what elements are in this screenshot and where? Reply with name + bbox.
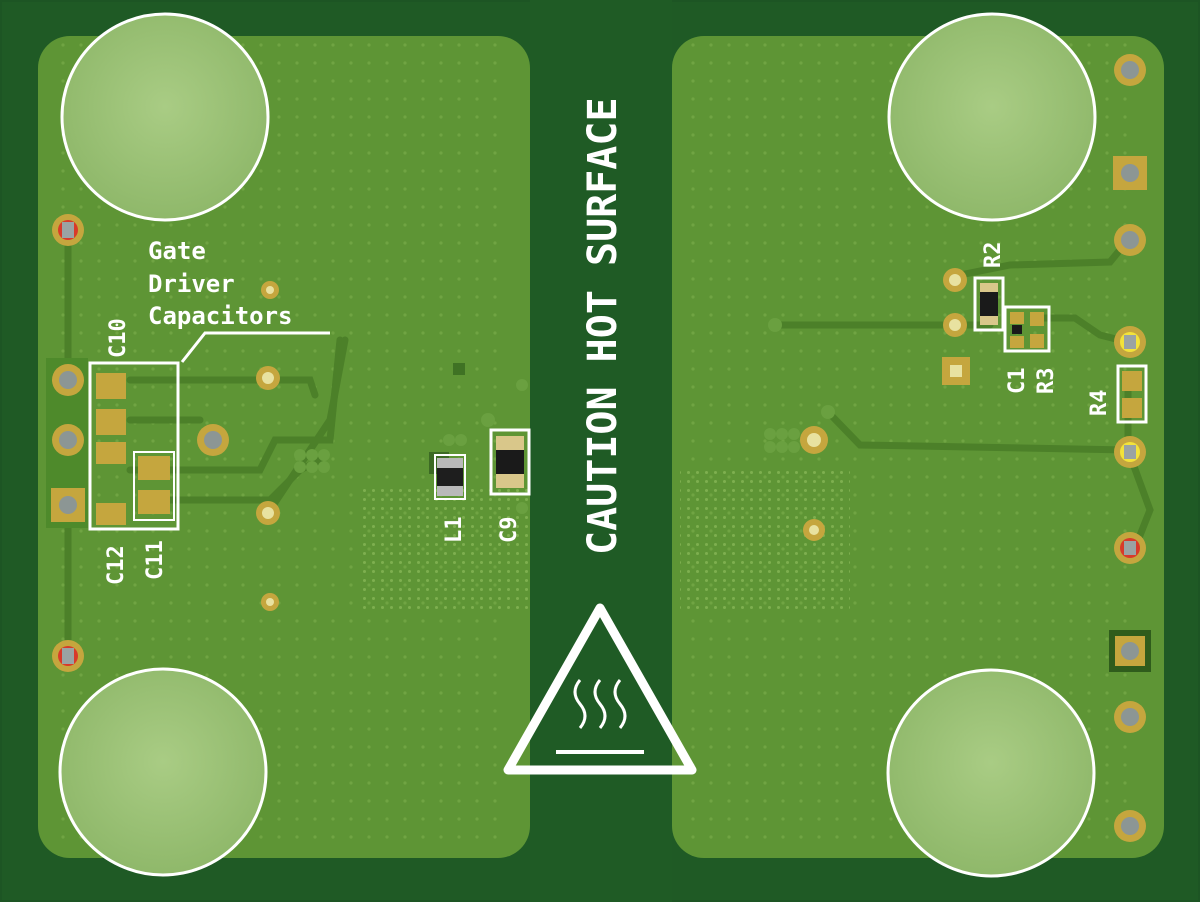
warning-text: CAUTION HOT SURFACE <box>580 97 626 555</box>
thermal-via-field-right <box>680 470 850 615</box>
refdes-c11: C11 <box>143 540 168 580</box>
mounting-hole <box>58 667 268 877</box>
gate-driver-label: Gate Driver Capacitors <box>148 237 293 330</box>
refdes-c12: C12 <box>104 545 129 585</box>
refdes-c9: C9 <box>497 517 522 544</box>
right-header-pins <box>1109 54 1151 842</box>
gate-driver-caps <box>96 373 175 525</box>
capacitor-c1-resistor-r3 <box>1003 305 1051 353</box>
refdes-r2: R2 <box>981 242 1006 269</box>
mounting-holes <box>58 12 1097 878</box>
refdes-c10: C10 <box>106 318 131 358</box>
inductor-l1 <box>429 413 495 500</box>
gate-driver-cap-outline <box>88 361 180 531</box>
resistor-r2 <box>943 268 1005 337</box>
left-pads <box>197 281 465 611</box>
left-header-pins <box>51 214 85 672</box>
resistor-r4 <box>1116 364 1148 424</box>
thermal-via-field-left <box>360 485 530 615</box>
mounting-hole <box>60 12 270 222</box>
mounting-hole <box>886 668 1096 878</box>
mounting-hole <box>887 12 1097 222</box>
refdes-l1: L1 <box>442 517 467 544</box>
capacitor-c9 <box>489 379 531 514</box>
gate-driver-label-line-1: Gate <box>148 237 206 265</box>
refdes-c1: C1 <box>1005 368 1030 395</box>
refdes-r4: R4 <box>1087 390 1112 417</box>
hot-surface-warning-icon <box>503 603 697 775</box>
gate-driver-leader-line <box>180 331 330 363</box>
gate-driver-label-line-3: Capacitors <box>148 302 293 330</box>
right-pads <box>764 318 970 541</box>
gate-driver-label-line-2: Driver <box>148 270 235 298</box>
refdes-r3: R3 <box>1034 368 1059 395</box>
